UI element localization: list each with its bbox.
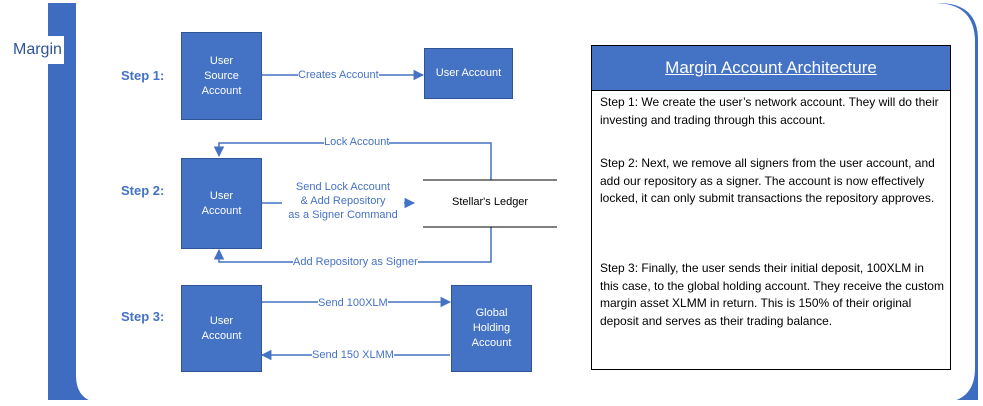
panel-title: Margin Account Architecture (665, 58, 877, 77)
user-source-account-box: User Source Account (181, 32, 262, 120)
creates-account-label: Creates Account (298, 68, 379, 82)
step2-description: Step 2: Next, we remove all signers from… (600, 156, 935, 205)
panel-header: Margin Account Architecture (592, 46, 950, 91)
user-account-box-step2: User Account (181, 158, 262, 249)
step3-description: Step 3: Finally, the user sends their in… (600, 261, 944, 328)
section-tab-margin[interactable]: Margin (0, 36, 64, 64)
send-xlmm-label: Send 150 XLMM (312, 348, 394, 362)
user-account-box-step1: User Account (424, 48, 513, 99)
add-repository-label: Add Repository as Signer (293, 255, 418, 269)
architecture-panel: Margin Account Architecture Step 1: We c… (591, 45, 951, 370)
step2-label: Step 2: (121, 183, 165, 198)
step1-label: Step 1: (121, 68, 165, 83)
step1-description: Step 1: We create the user’s network acc… (600, 95, 939, 127)
user-account-box-step3: User Account (181, 285, 262, 372)
step3-label: Step 3: (121, 309, 165, 324)
command-label: Send Lock Account & Add Repository as a … (282, 180, 404, 222)
send-xlm-label: Send 100XLM (318, 296, 388, 310)
global-holding-account-box: Global Holding Account (451, 285, 532, 372)
lock-account-label: Lock Account (324, 135, 390, 149)
stellar-ledger-label: Stellar's Ledger (452, 196, 529, 208)
